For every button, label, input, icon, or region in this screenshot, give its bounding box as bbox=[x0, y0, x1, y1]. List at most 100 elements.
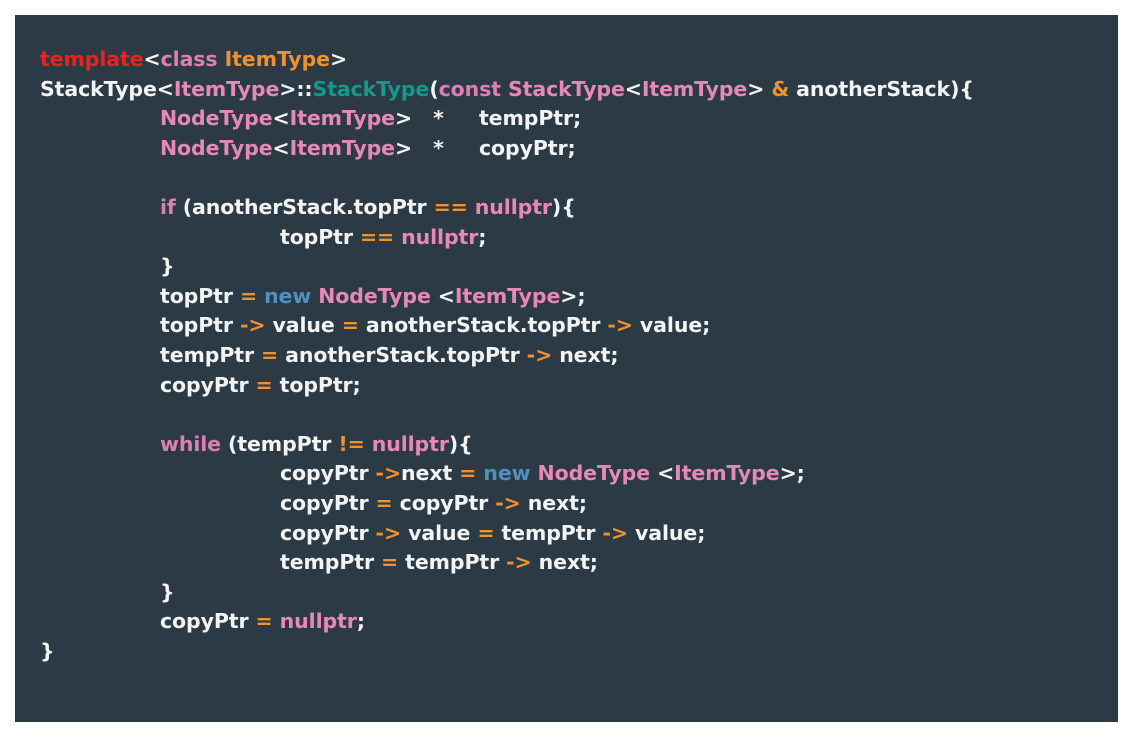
code-token-kw-violet: if bbox=[160, 194, 176, 219]
code-token-type-pink: ItemType bbox=[454, 283, 561, 308]
code-token-plain bbox=[468, 195, 475, 219]
code-line: copyPtr ->next = new NodeType <ItemType>… bbox=[15, 459, 1118, 489]
code-token-plain: > bbox=[394, 135, 413, 160]
code-token-op: -> bbox=[506, 550, 532, 575]
code-token-type-pink: ItemType bbox=[289, 135, 395, 160]
code-token-op: -> bbox=[526, 342, 553, 367]
code-block: template<class ItemType>StackType<ItemTy… bbox=[15, 15, 1118, 722]
code-line: topPtr == nullptr; bbox=[15, 223, 1118, 253]
code-token-plain: copyPtr bbox=[160, 609, 256, 634]
code-token-type-pink: NodeType bbox=[160, 106, 273, 131]
code-token-type-pink: ItemType bbox=[173, 76, 280, 101]
code-token-plain: next; bbox=[552, 342, 619, 367]
code-token-type-pink: StackType bbox=[507, 76, 625, 101]
code-token-plain bbox=[218, 47, 225, 71]
code-token-plain: < bbox=[272, 135, 290, 160]
code-token-plain: < bbox=[430, 283, 455, 308]
code-token-new: new bbox=[264, 283, 312, 308]
code-line: copyPtr = nullptr; bbox=[15, 607, 1118, 637]
code-token-op: = bbox=[477, 520, 495, 545]
code-token-plain: < bbox=[143, 47, 161, 71]
code-token-null: nullptr bbox=[474, 194, 552, 219]
code-token-plain: } bbox=[160, 579, 175, 604]
code-token-plain: copyPtr bbox=[160, 372, 256, 397]
code-token-plain: (anotherStack.topPtr bbox=[175, 194, 434, 219]
code-line: NodeType<ItemType> * copyPtr; bbox=[15, 134, 1118, 164]
code-token-kw-red: template bbox=[40, 47, 144, 71]
code-token-op: -> bbox=[375, 520, 402, 545]
code-token-null: nullptr bbox=[371, 431, 449, 456]
code-token-plain: topPtr bbox=[160, 283, 240, 308]
code-token-plain: value; bbox=[627, 520, 706, 545]
code-token-plain: StackType bbox=[40, 76, 157, 101]
code-token-plain: anotherStack.topPtr bbox=[278, 342, 527, 367]
code-token-op: == bbox=[433, 194, 468, 219]
code-line-blank bbox=[15, 400, 1118, 430]
code-line: } bbox=[15, 637, 1118, 667]
code-token-plain: >; bbox=[779, 461, 805, 486]
code-token-plain: ){ bbox=[448, 431, 473, 456]
code-token-plain: tempPtr bbox=[280, 550, 382, 575]
code-token-op: == bbox=[359, 224, 395, 249]
code-token-plain: (tempPtr bbox=[221, 431, 339, 456]
code-token-plain: > bbox=[394, 106, 413, 131]
code-token-plain: tempPtr bbox=[398, 550, 507, 575]
code-token-plain: > bbox=[747, 76, 772, 101]
code-token-kw-violet: const bbox=[438, 76, 501, 101]
code-token-type-pink: NodeType bbox=[318, 283, 431, 308]
code-token-plain: } bbox=[40, 638, 55, 663]
code-token-plain: * tempPtr; bbox=[412, 106, 582, 131]
code-line: if (anotherStack.topPtr == nullptr){ bbox=[15, 193, 1118, 223]
code-token-op: = bbox=[255, 609, 273, 634]
code-line: NodeType<ItemType> * tempPtr; bbox=[15, 104, 1118, 134]
code-token-plain: ){ bbox=[551, 194, 576, 219]
code-line: StackType<ItemType>::StackType(const Sta… bbox=[15, 75, 1118, 105]
code-token-type-pink: NodeType bbox=[160, 135, 273, 160]
code-token-plain: next bbox=[401, 461, 460, 486]
code-token-op: != bbox=[338, 431, 365, 456]
code-token-amp: & bbox=[771, 76, 790, 101]
code-token-type-pink: ItemType bbox=[674, 461, 780, 486]
code-token-plain: anotherStack.topPtr bbox=[358, 313, 608, 338]
code-token-plain: value; bbox=[632, 313, 711, 338]
code-token-plain: ; bbox=[478, 224, 487, 249]
code-line: tempPtr = tempPtr -> next; bbox=[15, 548, 1118, 578]
code-token-type-pink: ItemType bbox=[289, 106, 395, 131]
code-token-plain: :: bbox=[296, 76, 313, 101]
code-token-plain bbox=[257, 284, 264, 308]
code-token-plain: copyPtr bbox=[280, 520, 376, 545]
code-token-plain bbox=[365, 432, 372, 456]
code-token-plain: anotherStack){ bbox=[789, 76, 974, 101]
code-token-op: = bbox=[261, 342, 279, 367]
code-token-plain: > bbox=[279, 76, 297, 101]
code-token-plain: topPtr; bbox=[272, 372, 361, 397]
code-token-plain: < bbox=[650, 461, 675, 486]
code-line: template<class ItemType> bbox=[15, 45, 1118, 75]
code-line: copyPtr = topPtr; bbox=[15, 371, 1118, 401]
code-token-plain: < bbox=[156, 76, 174, 101]
code-token-type-pink: ItemType bbox=[641, 76, 748, 101]
code-token-plain: tempPtr bbox=[160, 342, 262, 367]
code-token-null: nullptr bbox=[401, 224, 479, 249]
code-token-plain: >; bbox=[560, 283, 586, 308]
code-token-op: = bbox=[381, 550, 399, 575]
code-token-plain: < bbox=[272, 106, 290, 131]
code-token-plain: ; bbox=[356, 609, 365, 634]
code-token-ctor: StackType bbox=[312, 76, 430, 101]
code-token-plain: * copyPtr; bbox=[412, 135, 576, 160]
code-line: while (tempPtr != nullptr){ bbox=[15, 430, 1118, 460]
code-line: } bbox=[15, 252, 1118, 282]
code-token-op: = bbox=[341, 313, 359, 338]
code-token-plain: ( bbox=[429, 76, 439, 101]
code-token-op: -> bbox=[239, 313, 266, 338]
code-token-plain: copyPtr bbox=[280, 461, 376, 486]
code-token-op: = bbox=[255, 372, 273, 397]
code-token-plain: value bbox=[401, 520, 478, 545]
code-token-op: = bbox=[239, 283, 258, 308]
code-token-plain bbox=[501, 77, 508, 101]
code-line: tempPtr = anotherStack.topPtr -> next; bbox=[15, 341, 1118, 371]
code-token-plain: next; bbox=[520, 490, 587, 515]
code-token-null: nullptr bbox=[279, 609, 357, 634]
code-token-plain: < bbox=[624, 76, 642, 101]
code-line: } bbox=[15, 578, 1118, 608]
